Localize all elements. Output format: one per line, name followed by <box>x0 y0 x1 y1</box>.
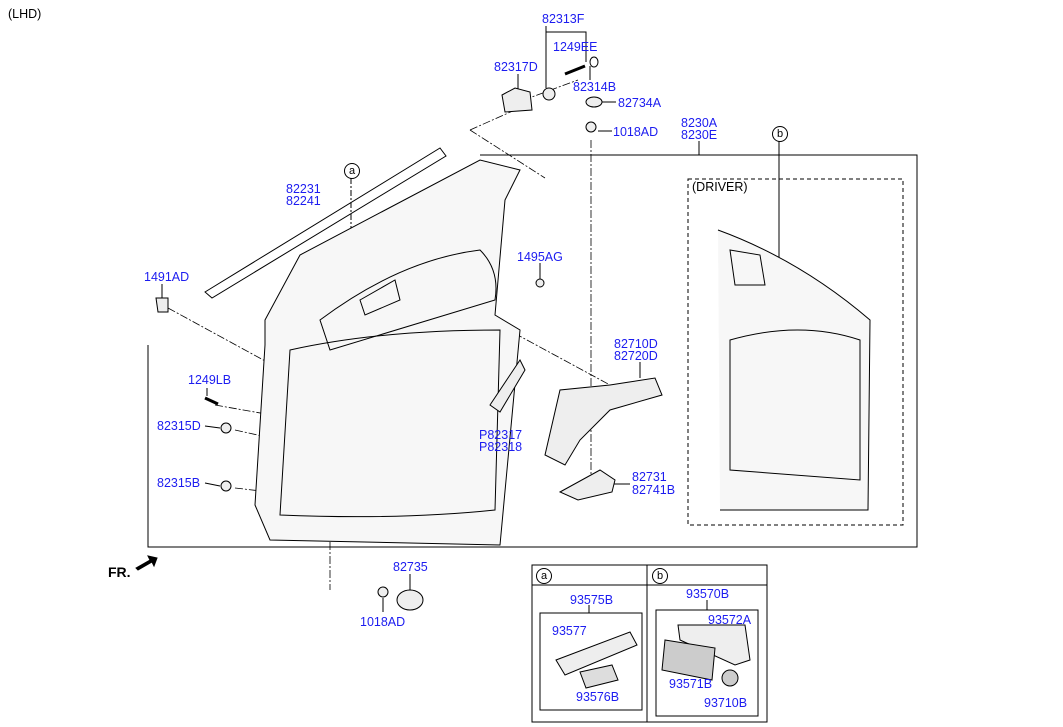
front-direction-label: FR. <box>108 564 131 580</box>
driver-label: (DRIVER) <box>692 180 748 194</box>
part-82313F[interactable]: 82313F <box>542 12 585 26</box>
part-P82317[interactable]: P82317 <box>479 428 523 442</box>
part-93570B[interactable]: 93570B <box>686 587 730 601</box>
part-82315D[interactable]: 82315D <box>157 419 201 433</box>
callout-b-marker[interactable]: b <box>772 126 788 142</box>
part-93577[interactable]: 93577 <box>552 624 587 638</box>
part-8230A[interactable]: 8230A <box>681 116 718 130</box>
part-8230E[interactable]: 8230E <box>681 128 718 142</box>
part-82315B[interactable]: 82315B <box>157 476 201 490</box>
part-82710D[interactable]: 82710D <box>614 337 658 351</box>
part-1018AD-bottom[interactable]: 1018AD <box>360 615 406 629</box>
variant-label: (LHD) <box>8 7 42 21</box>
part-93575B[interactable]: 93575B <box>570 593 614 607</box>
bracket-82317D <box>501 87 533 113</box>
weatherstrip-82231 <box>204 147 447 299</box>
part-93710B[interactable]: 93710B <box>704 696 748 710</box>
armrest-82710D <box>544 377 663 466</box>
part-82731[interactable]: 82731 <box>632 470 667 484</box>
detail-b-header: b <box>652 568 668 584</box>
part-93572A[interactable]: 93572A <box>708 613 752 627</box>
part-P82318[interactable]: P82318 <box>479 440 523 454</box>
detail-a-header: a <box>536 568 552 584</box>
part-93576B[interactable]: 93576B <box>576 690 620 704</box>
part-82317D[interactable]: 82317D <box>494 60 538 74</box>
part-1249EE[interactable]: 1249EE <box>553 40 598 54</box>
part-1018AD-top[interactable]: 1018AD <box>613 125 659 139</box>
part-82241[interactable]: 82241 <box>286 194 321 208</box>
part-1249LB[interactable]: 1249LB <box>188 373 232 387</box>
part-1491AD[interactable]: 1491AD <box>144 270 190 284</box>
part-93571B[interactable]: 93571B <box>669 677 713 691</box>
part-82231[interactable]: 82231 <box>286 182 321 196</box>
detail-table <box>531 564 768 723</box>
part-82720D[interactable]: 82720D <box>614 349 658 363</box>
part-82735[interactable]: 82735 <box>393 560 428 574</box>
part-82734A[interactable]: 82734A <box>618 96 662 110</box>
main-assembly-frame <box>147 154 918 548</box>
part-82741B[interactable]: 82741B <box>632 483 676 497</box>
driver-box <box>687 178 904 526</box>
part-82314B[interactable]: 82314B <box>573 80 617 94</box>
part-1495AG[interactable]: 1495AG <box>517 250 563 264</box>
door-trim-panel <box>254 159 521 546</box>
callout-a-marker[interactable]: a <box>344 163 360 179</box>
